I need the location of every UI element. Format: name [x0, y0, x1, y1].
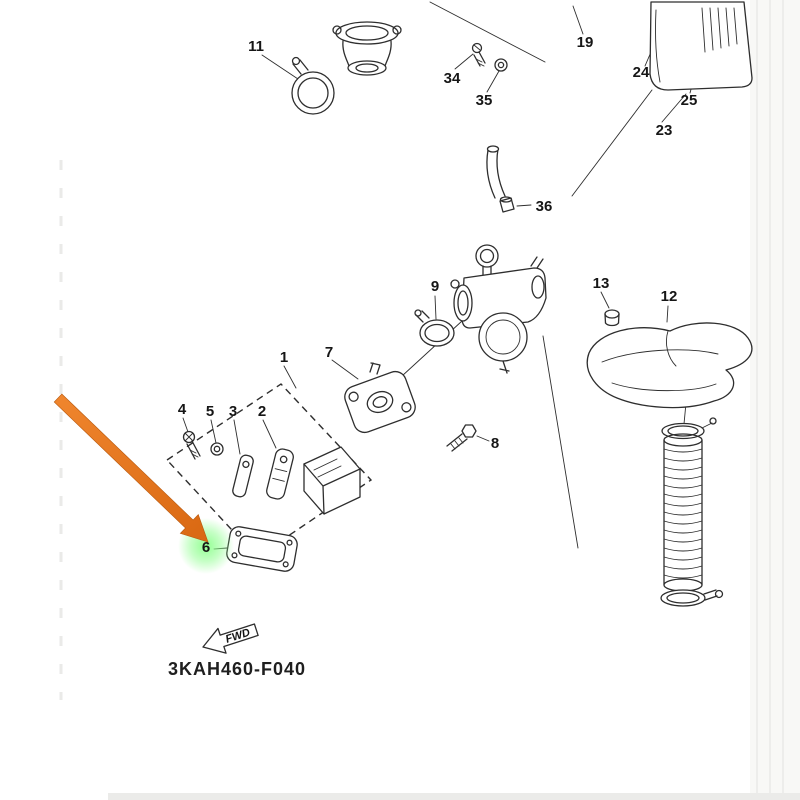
part-label-11: 11 — [248, 38, 264, 55]
reed-stopper-3 — [232, 454, 254, 498]
part-label-23: 23 — [656, 122, 673, 139]
hose-clamp-11 — [291, 56, 335, 115]
corrugated-duct — [660, 417, 724, 607]
carburetor — [450, 244, 547, 374]
reed-plate-2 — [266, 448, 294, 500]
nut-36 — [499, 196, 515, 213]
part-label-8: 8 — [491, 435, 499, 452]
air-cleaner-case-12 — [586, 322, 753, 409]
air-filter-box — [649, 1, 753, 91]
screw-34 — [471, 42, 486, 67]
part-label-5: 5 — [206, 403, 214, 420]
washer-5 — [210, 442, 224, 456]
fuel-hose — [486, 145, 506, 199]
part-labels: 11 34 35 19 24 25 23 36 9 13 12 1 7 4 5 … — [178, 34, 698, 556]
washer-35 — [494, 58, 508, 72]
part-label-7: 7 — [325, 344, 333, 361]
bolt-8 — [446, 424, 477, 452]
part-label-9: 9 — [431, 278, 439, 295]
part-label-36: 36 — [536, 198, 553, 215]
part-label-19: 19 — [577, 34, 594, 51]
intake-manifold — [344, 362, 416, 434]
part-label-12: 12 — [661, 288, 678, 305]
reed-valve-block — [303, 446, 361, 515]
part-label-6-highlighted: 6 — [202, 539, 210, 556]
part-label-4: 4 — [178, 401, 187, 418]
bolt-4 — [182, 430, 201, 460]
scan-edge-artifacts — [59, 0, 800, 800]
group-dashed-box — [165, 383, 373, 558]
diagram-code: 3KAH460-F040 — [168, 659, 306, 679]
part-label-25: 25 — [681, 92, 698, 109]
part-label-2: 2 — [258, 403, 266, 420]
carb-joint-boot — [332, 21, 402, 76]
reed-valve-gasket-6 — [226, 526, 298, 572]
pointer-arrow-icon — [53, 393, 209, 543]
fwd-direction-arrow-icon: FWD — [202, 623, 259, 654]
part-label-35: 35 — [476, 92, 493, 109]
nut-13 — [604, 309, 620, 327]
fwd-label: FWD — [224, 627, 252, 646]
part-label-34: 34 — [444, 70, 461, 87]
hose-clamp-9 — [414, 309, 455, 347]
leader-lines — [182, 1, 700, 550]
part-label-1: 1 — [280, 349, 288, 366]
part-label-3: 3 — [229, 403, 237, 420]
part-label-13: 13 — [593, 275, 610, 292]
part-label-24: 24 — [633, 64, 650, 81]
